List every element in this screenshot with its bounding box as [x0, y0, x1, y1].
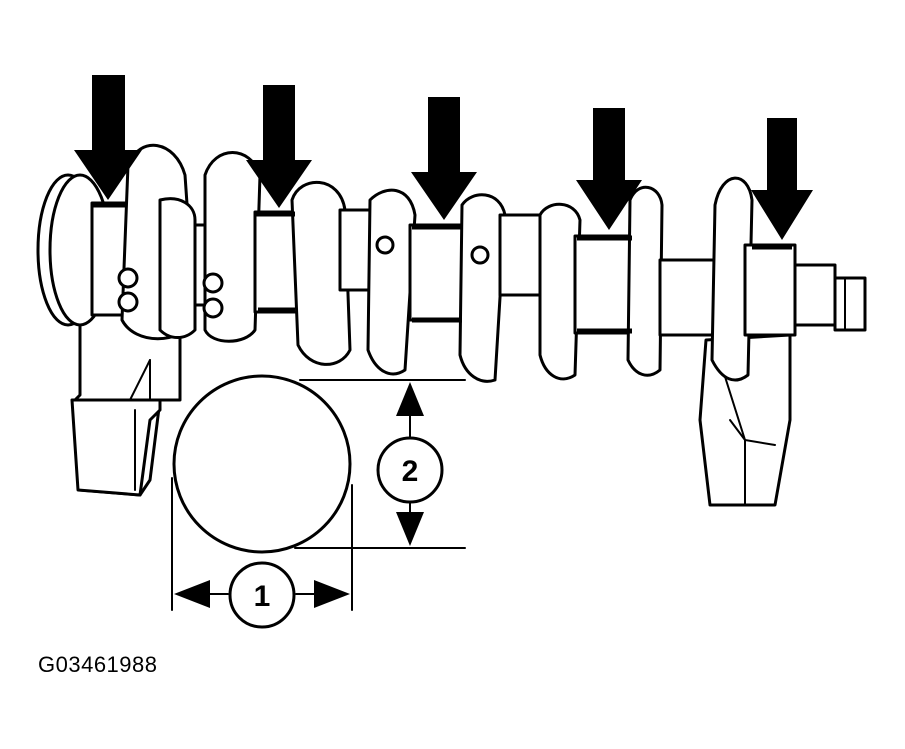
arrow-journal-3 — [411, 97, 477, 220]
left-support-stand — [70, 273, 182, 497]
callout-1-circle — [228, 561, 296, 629]
callout-1-label: 1 — [254, 580, 271, 613]
arrow-journal-4 — [576, 108, 642, 230]
crankshaft — [36, 143, 867, 383]
arrow-journal-5 — [751, 118, 813, 240]
arrow-journal-2 — [246, 85, 312, 208]
callout-2-circle — [376, 436, 444, 504]
journal-cross-section — [172, 374, 352, 554]
measurement-height: 2 — [294, 379, 466, 549]
arrow-journal-1 — [74, 75, 142, 200]
measurement-width: 1 — [171, 477, 353, 629]
callout-2-label: 2 — [402, 455, 419, 488]
journal-indicator-arrows — [74, 75, 813, 240]
figure-id-label: G03461988 — [38, 652, 158, 677]
